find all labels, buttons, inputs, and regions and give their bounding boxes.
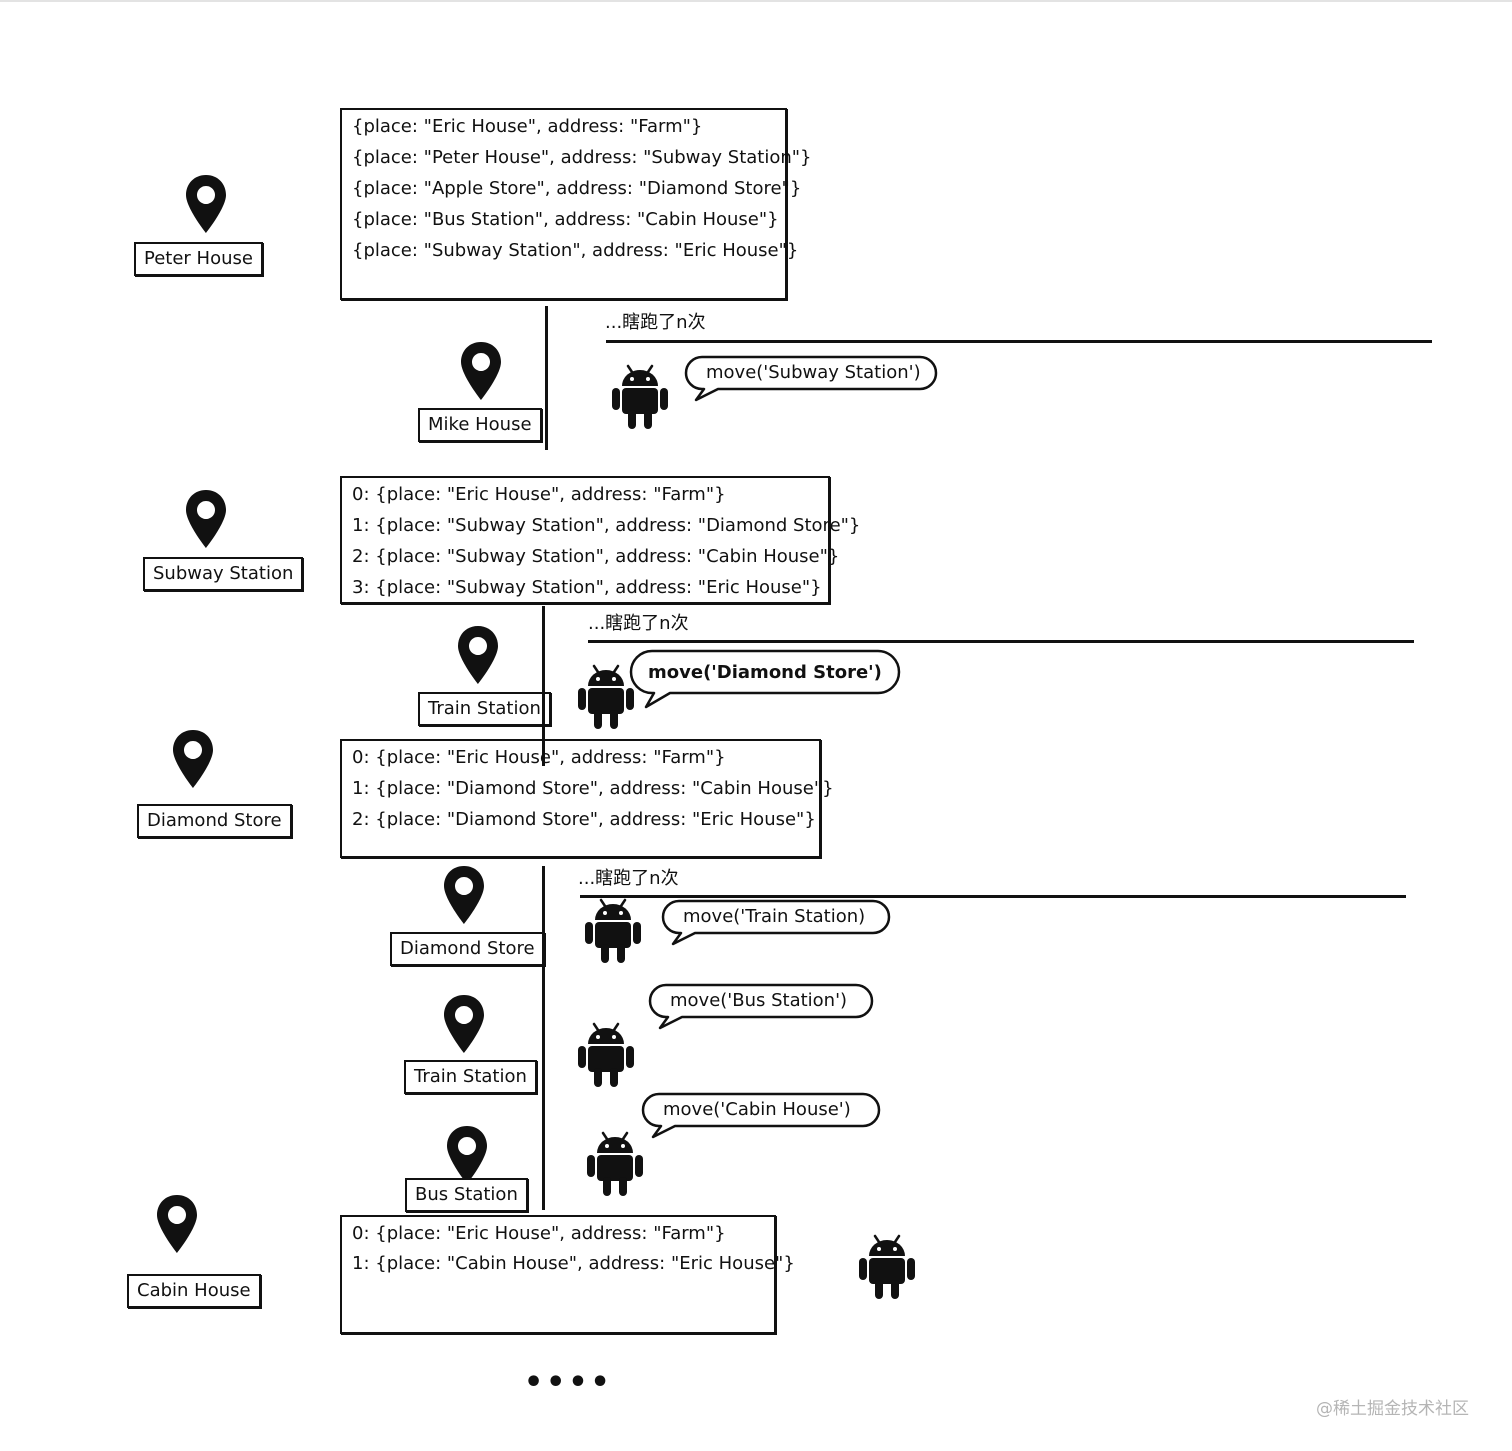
record-line: 3: {place: "Subway Station", address: "E…	[352, 577, 822, 598]
record-line: {place: "Bus Station", address: "Cabin H…	[352, 209, 779, 230]
timeline-divider-2	[542, 606, 545, 766]
repeat-note-3: ...瞎跑了n次	[578, 868, 679, 889]
android-robot-icon	[578, 664, 634, 729]
record-line: {place: "Eric House", address: "Farm"}	[352, 116, 703, 137]
pin-label: Cabin House	[127, 1274, 261, 1308]
map-pin-icon	[458, 626, 498, 684]
speech-bubble-train-station: move('Train Station)	[659, 899, 891, 946]
record-line: 1: {place: "Cabin House", address: "Eric…	[352, 1253, 795, 1274]
speech-bubble-bus-station: move('Bus Station')	[646, 983, 874, 1030]
note-underline-1	[606, 340, 1432, 343]
speech-bubble-diamond-store: move('Diamond Store')	[629, 649, 901, 709]
record-line: 2: {place: "Diamond Store", address: "Er…	[352, 809, 816, 830]
android-robot-icon	[578, 1022, 634, 1087]
records-box-1: {place: "Eric House", address: "Farm"} {…	[340, 108, 812, 300]
android-robot-icon	[587, 1131, 643, 1196]
bubble-text: move('Diamond Store')	[648, 662, 882, 683]
record-line: 0: {place: "Eric House", address: "Farm"…	[352, 1223, 726, 1244]
pin-label: Mike House	[418, 408, 542, 442]
note-underline-2	[588, 640, 1414, 643]
bubble-text: move('Subway Station')	[706, 362, 921, 383]
android-robot-icon	[859, 1234, 915, 1299]
record-line: 0: {place: "Eric House", address: "Farm"…	[352, 747, 726, 768]
map-pin-icon	[444, 995, 484, 1053]
watermark: @稀土掘金技术社区	[1316, 1399, 1469, 1419]
map-pin-icon	[173, 730, 213, 788]
records-box-2: 0: {place: "Eric House", address: "Farm"…	[340, 476, 860, 604]
pin-label: Train Station	[418, 692, 551, 726]
repeat-note-1: ...瞎跑了n次	[605, 312, 706, 333]
map-pin-icon	[461, 342, 501, 400]
record-line: 2: {place: "Subway Station", address: "C…	[352, 546, 840, 567]
bubble-shape	[648, 983, 874, 1030]
record-line: 1: {place: "Subway Station", address: "D…	[352, 515, 861, 536]
repeat-note-2: ...瞎跑了n次	[588, 613, 689, 634]
bubble-text: move('Bus Station')	[670, 990, 848, 1011]
bubble-shape	[661, 899, 891, 946]
records-box-4: 0: {place: "Eric House", address: "Farm"…	[340, 1215, 795, 1334]
bubble-shape	[629, 649, 901, 709]
record-line: {place: "Subway Station", address: "Eric…	[352, 240, 799, 261]
pin-label: Bus Station	[405, 1178, 528, 1212]
map-pin-icon	[157, 1195, 197, 1253]
android-robot-icon	[612, 364, 668, 429]
timeline-divider-1	[545, 306, 548, 450]
pin-label: Subway Station	[143, 557, 304, 591]
map-pin-icon	[186, 490, 226, 548]
record-line: {place: "Peter House", address: "Subway …	[352, 147, 812, 168]
timeline-divider-3	[542, 866, 545, 1210]
record-line: 0: {place: "Eric House", address: "Farm"…	[352, 484, 726, 505]
bubble-text: move('Train Station)	[683, 906, 866, 927]
pin-label: Peter House	[134, 242, 263, 276]
android-robot-icon	[585, 898, 641, 963]
map-pin-icon	[444, 866, 484, 924]
pin-label: Train Station	[404, 1060, 537, 1094]
records-box-3: 0: {place: "Eric House", address: "Farm"…	[340, 739, 834, 858]
map-pin-icon	[186, 175, 226, 233]
bubble-shape	[641, 1092, 881, 1139]
bubble-shape	[684, 355, 938, 402]
note-underline-3	[580, 895, 1406, 898]
continuation-ellipsis: ••••	[524, 1365, 613, 1400]
top-border	[0, 0, 1512, 2]
pin-label: Diamond Store	[390, 932, 545, 966]
pin-label: Diamond Store	[137, 804, 292, 838]
bubble-text: move('Cabin House')	[663, 1099, 851, 1120]
speech-bubble-cabin-house: move('Cabin House')	[639, 1092, 881, 1139]
map-pin-icon	[447, 1126, 487, 1184]
speech-bubble-subway-station: move('Subway Station')	[682, 355, 938, 402]
record-line: {place: "Apple Store", address: "Diamond…	[352, 178, 802, 199]
record-line: 1: {place: "Diamond Store", address: "Ca…	[352, 778, 834, 799]
